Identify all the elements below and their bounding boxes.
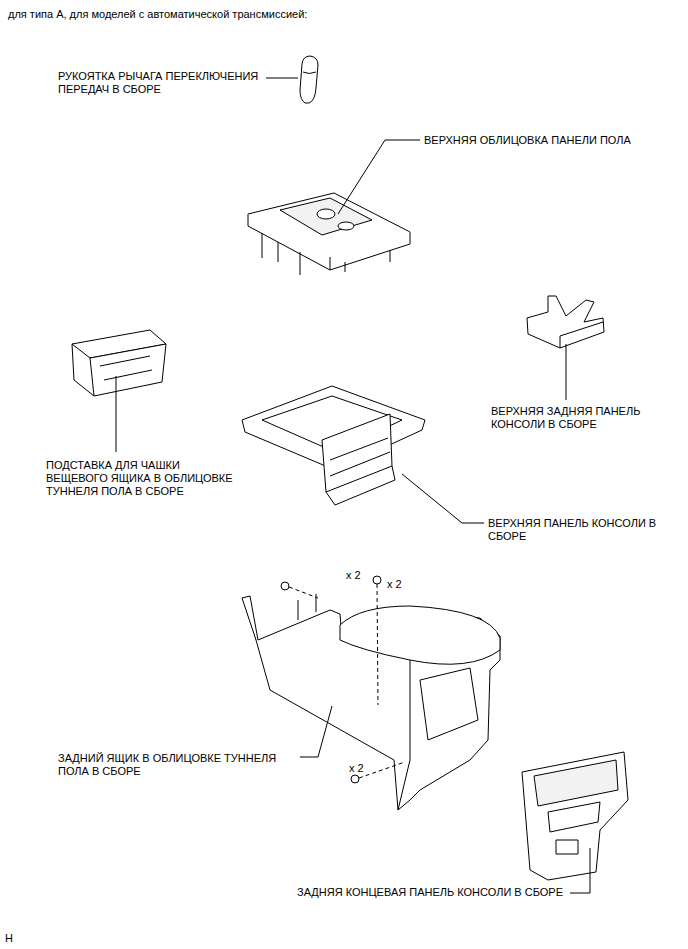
part-name: ЗАДНИЙ ЯЩИК В ОБЛИЦОВКЕ ТУННЕЛЯ ПОЛА В С… — [58, 752, 286, 778]
quantity-label: x 2 — [387, 578, 427, 591]
part-name: ВЕРХНЯЯ ЗАДНЯЯ ПАНЕЛЬ КОНСОЛИ В СБОРЕ — [491, 405, 681, 431]
part-name: ВЕРХНЯЯ ОБЛИЦОВКА ПАНЕЛИ ПОЛА — [424, 134, 674, 147]
part-name: РУКОЯТКА РЫЧАГА ПЕРЕКЛЮЧЕНИЯ ПЕРЕДАЧ В С… — [58, 70, 273, 96]
quantity-label: x 2 — [349, 762, 389, 775]
part-name: ЗАДНЯЯ КОНЦЕВАЯ ПАНЕЛЬ КОНСОЛИ В СБОРЕ — [297, 886, 597, 899]
figure-code: H — [5, 932, 25, 945]
part-name: ПОДСТАВКА ДЛЯ ЧАШКИ ВЕЩЕВОГО ЯЩИКА В ОБЛ… — [46, 459, 238, 498]
leader-lines — [116, 78, 590, 893]
part-name: ВЕРХНЯЯ ПАНЕЛЬ КОНСОЛИ В СБОРЕ — [488, 517, 658, 543]
diagram-title: для типа A, для моделей с автоматической… — [8, 8, 608, 21]
quantity-label: x 2 — [346, 569, 386, 582]
